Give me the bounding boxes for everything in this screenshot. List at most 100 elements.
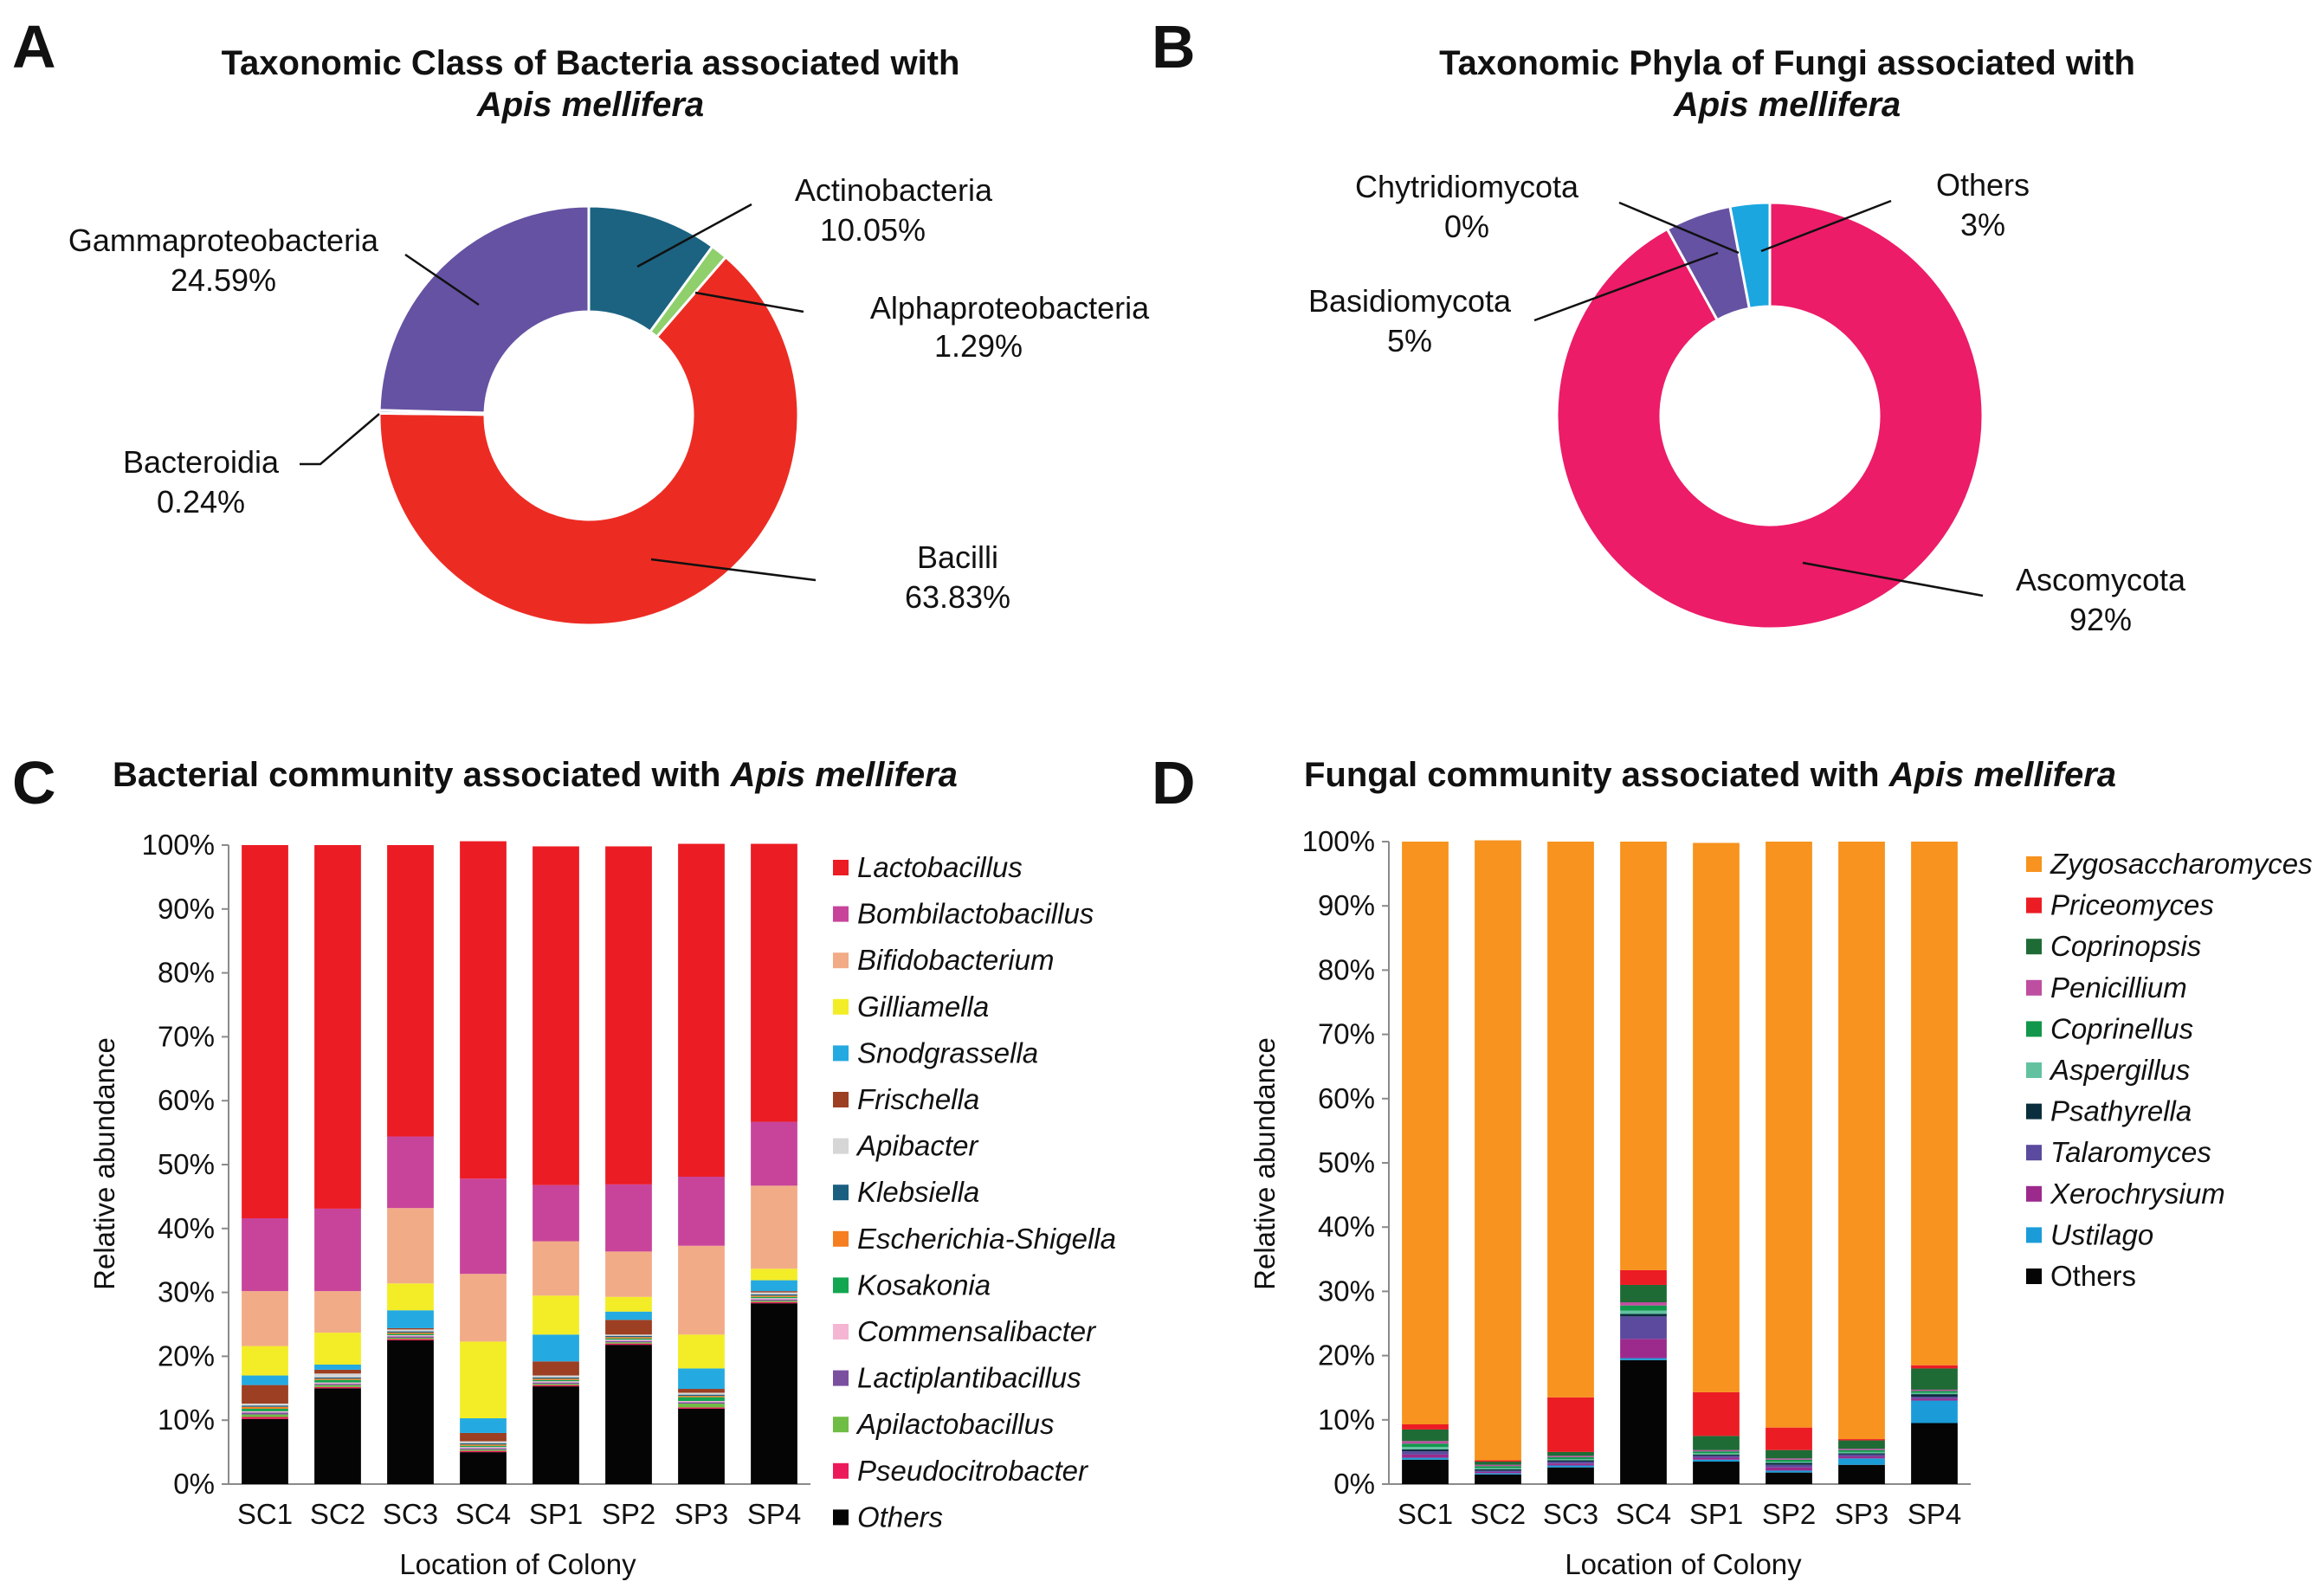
bacteria-bar-sp4-bifidobacterium [751,1185,797,1269]
bacteria-legend-label-lactiplantibacillus: Lactiplantibacillus [857,1362,1081,1394]
fungi-legend-swatch-xerochrysium [2026,1185,2042,1202]
fungi-bar-sp2-coprinopsis [1766,1449,1812,1459]
fungi-bar-sp4-priceomyces [1911,1365,1958,1369]
bacteria-bar-sc3-bifidobacterium [387,1208,434,1284]
fungi-bar-sc3-zygosaccharomyces [1547,842,1594,1398]
panel-d-y-axis-title: Relative abundance [1249,1037,1281,1290]
panel-c-title-main: Bacterial community associated with [113,756,731,794]
fungi-bar-sp4-coprinopsis [1911,1368,1958,1390]
bacteria-bar-sp3-others [678,1408,725,1484]
value-others: 3% [1960,207,2005,242]
bacteria-legend-item: Lactiplantibacillus [833,1362,1081,1394]
bacteria-bar-sp3-apibacter [678,1392,725,1395]
bacteria-bar-sp3-commensalibacter [678,1401,725,1403]
fungi-bar-sc3-ustilago [1547,1465,1594,1468]
bacteria-legend-label-kosakonia: Kosakonia [857,1268,991,1301]
bacteria-bar-sp1-bifidobacterium [533,1241,579,1296]
bacteria-legend-label-bifidobacterium: Bifidobacterium [857,944,1054,976]
fungi-bar-sp3-others [1838,1464,1885,1484]
fungi-bar-sc2-coprinellus [1475,1466,1521,1469]
fungi-bar-sc4-penicillium [1620,1302,1667,1306]
bacteria-bar-sc1-pseudocitrobacter [242,1417,288,1419]
fungi-bar-sp1-coprinellus [1693,1451,1740,1454]
fungi-bar-sc1-coprinopsis [1402,1429,1449,1442]
bacteria-bar-sp2-commensalibacter [605,1339,652,1341]
label-actinobacteria: Actinobacteria [795,172,993,208]
bacteria-bar-sp1-gilliamella [533,1295,579,1335]
bacteria-bar-sp2-apibacter [605,1334,652,1336]
bacteria-bar-sp4-others [751,1303,797,1484]
bacteria-x-tick-label: SP4 [747,1498,801,1530]
bacteria-bar-sp3-pseudocitrobacter [678,1407,725,1409]
bacteria-legend-label-lactobacillus: Lactobacillus [857,851,1023,883]
bacteria-bar-sp3-apilactobacillus [678,1404,725,1408]
fungi-bar-sp3-coprinellus [1838,1449,1885,1452]
fungi-x-tick-label: SP4 [1908,1498,1961,1530]
fungi-x-tick-label: SC1 [1398,1498,1453,1530]
bacteria-bar-sp1-lactiplantibacillus [533,1382,579,1385]
fungi-legend-swatch-penicillium [2026,979,2042,996]
bacteria-bar-sp4-bombilactobacillus [751,1121,797,1186]
fungi-legend-item: Coprinellus [2026,1012,2193,1044]
bacteria-bar-sc3-lactiplantibacillus [387,1336,434,1338]
leader-line-bacilli [650,558,817,582]
bacteria-legend-swatch-pseudocitrobacter [833,1462,849,1479]
fungi-bar-sp4-ustilago [1911,1400,1958,1423]
bacteria-bar-sc1-apilactobacillus [242,1414,288,1417]
bacteria-legend-item: Bombilactobacillus [833,898,1094,930]
fungi-legend-swatch-coprinopsis [2026,939,2042,955]
bacteria-bar-sp4-gilliamella [751,1268,797,1281]
fungi-bar-sc1-penicillium [1402,1441,1449,1444]
panel-d-letter: D [1152,749,1196,817]
fungi-bar-sp1-coprinopsis [1693,1436,1740,1450]
bacteria-bar-sp4-pseudocitrobacter [751,1301,797,1304]
fungi-bar-sp1-aspergillus [1693,1453,1740,1455]
fungi-bar-sp1-xerochrysium [1693,1457,1740,1460]
fungi-bar-sc3-psathyrella [1547,1460,1594,1462]
fungi-legend-item: Ustilago [2026,1218,2153,1250]
fungi-bar-sc4-xerochrysium [1620,1339,1667,1359]
fungi-bar-sc2-talaromyces [1475,1470,1521,1472]
fungi-legend-item: Talaromyces [2026,1136,2211,1168]
bacteria-x-tick-label: SC2 [310,1498,365,1530]
value-ascomycota: 92% [2069,602,2132,637]
bacteria-bar-sp1-bombilactobacillus [533,1185,579,1242]
bacteria-y-tick-label: 30% [158,1276,215,1308]
bacteria-bar-sp2-others [605,1345,652,1484]
fungi-y-tick-label: 90% [1318,889,1375,921]
fungi-legend-label-psathyrella: Psathyrella [2050,1095,2192,1127]
panel-b-letter: B [1152,13,1196,81]
bacteria-bar-sp1-commensalibacter [533,1381,579,1383]
bacteria-bar-sp4-escherichia-shigella [751,1295,797,1297]
leader-line-bacteroidia [300,413,380,466]
fungi-bar-sp1-priceomyces [1693,1391,1740,1436]
bacteria-legend-item: Frischella [833,1083,979,1115]
bacteria-bar-sc3-others [387,1339,434,1484]
fungi-bar-sc2-coprinopsis [1475,1462,1521,1465]
fungi-bar-sp1-zygosaccharomyces [1693,842,1740,1392]
legend-bacteria: LactobacillusBombilactobacillusBifidobac… [833,851,1116,1533]
bacteria-bar-sc3-apilactobacillus [387,1337,434,1339]
fungi-x-tick-label: SC2 [1470,1498,1526,1530]
fungi-x-tick-label: SP3 [1835,1498,1888,1530]
fungi-bar-sc1-others [1402,1459,1449,1484]
fungi-bar-sp4-talaromyces [1911,1397,1958,1399]
bacteria-bar-sp3-kosakonia [678,1397,725,1402]
fungi-bar-sp1-others [1693,1462,1740,1484]
bacteria-legend-item: Snodgrassella [833,1036,1038,1068]
bacteria-bar-sc4-apibacter [460,1441,507,1443]
fungi-bar-sc3-coprinellus [1547,1456,1594,1460]
label-chytridiomycota: Chytridiomycota [1355,169,1579,204]
bacteria-legend-label-others: Others [857,1501,943,1533]
fungi-legend-swatch-priceomyces [2026,897,2042,913]
bacteria-bar-sc2-others [314,1388,361,1484]
bacteria-bar-sc3-gilliamella [387,1283,434,1311]
bacteria-bar-sc3-bombilactobacillus [387,1136,434,1209]
fungi-legend-item: Xerochrysium [2026,1178,2225,1210]
fungi-y-tick-label: 30% [1318,1275,1375,1307]
bacteria-bar-sc4-commensalibacter [460,1447,507,1449]
bacteria-x-tick-label: SP3 [675,1498,728,1530]
bacteria-bar-sp2-frischella [605,1320,652,1335]
bacteria-bar-sp4-frischella [751,1291,797,1293]
